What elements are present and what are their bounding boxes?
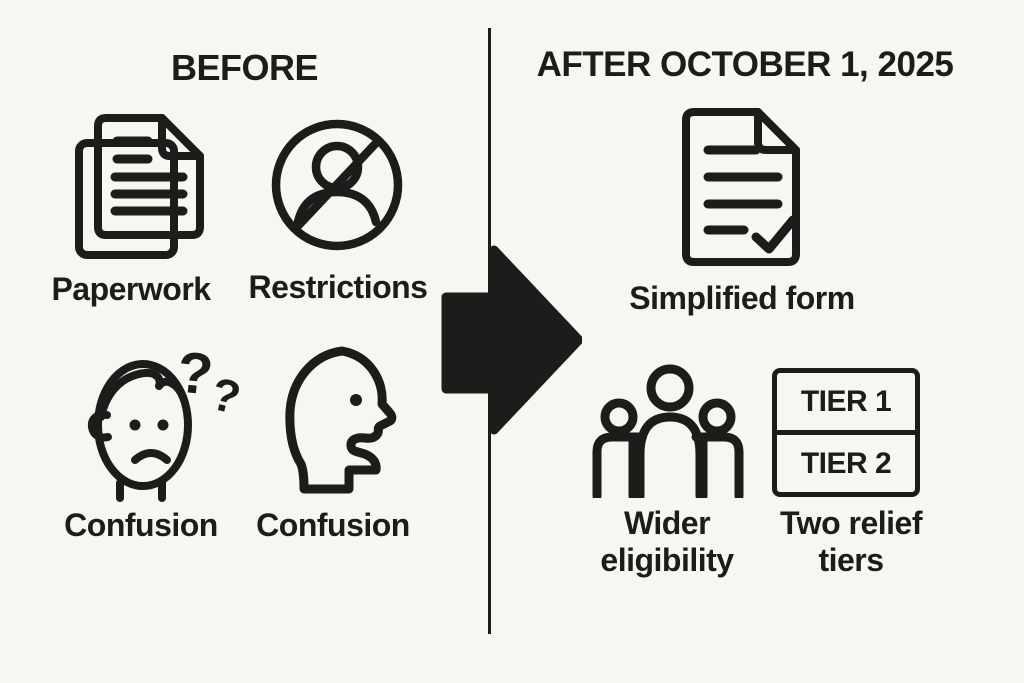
tier-table-icon: TIER 1 TIER 2: [772, 368, 920, 497]
stacked-documents-icon: [75, 114, 204, 259]
no-person-icon: [271, 119, 403, 251]
simplified-form-label: Simplified form: [629, 280, 855, 316]
paperwork-label: Paperwork: [51, 271, 211, 307]
tier-2-cell: TIER 2: [800, 446, 892, 480]
restrictions-label: Restrictions: [248, 269, 428, 305]
head-profile-icon: [285, 346, 397, 494]
before-title: BEFORE: [170, 47, 319, 88]
right-arrow-icon: [441, 245, 582, 435]
question-mark-large: ?: [174, 339, 216, 407]
wider-eligibility-label: Wider eligibility: [600, 505, 734, 578]
confused-face-icon: ? ?: [87, 339, 240, 502]
two-relief-tiers-label: Two relief tiers: [780, 505, 922, 578]
confusion-label-2: Confusion: [256, 507, 410, 543]
after-title: AFTER OCTOBER 1, 2025: [536, 45, 954, 84]
document-check-icon: [682, 108, 800, 266]
people-group-icon: [592, 364, 744, 498]
confusion-label-1: Confusion: [64, 507, 218, 543]
tier-1-cell: TIER 1: [777, 373, 915, 435]
